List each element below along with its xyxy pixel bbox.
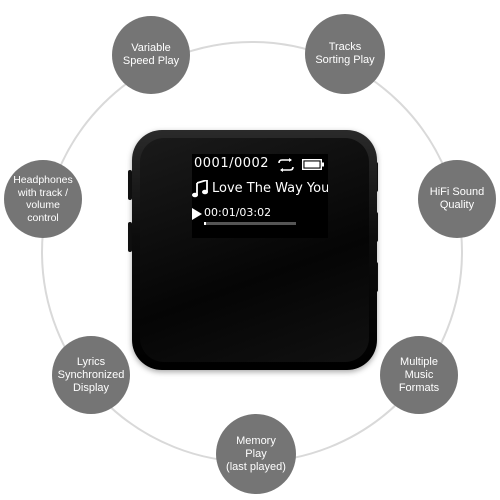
- feature-bubble-hifi: HiFi Sound Quality: [418, 160, 496, 238]
- player-screen: 0001/0002 Love The Way You l 00:01/03:02: [192, 154, 328, 238]
- feature-bubble-memory-play: Memory Play (last played): [216, 414, 296, 494]
- feature-label-memory-play: Memory Play (last played): [226, 434, 286, 473]
- feature-label-headphones: Headphones with track / volume control: [13, 174, 73, 224]
- side-button-left-upper[interactable]: [128, 170, 132, 200]
- play-icon: [192, 208, 202, 220]
- repeat-icon: [278, 158, 294, 172]
- feature-label-variable-speed: Variable Speed Play: [122, 42, 180, 67]
- feature-bubble-tracks-sorting: Tracks Sorting Play: [305, 14, 385, 94]
- feature-label-formats: Multiple Music Formats: [398, 355, 440, 394]
- feature-label-hifi: HiFi Sound Quality: [429, 186, 485, 211]
- music-note-icon: [192, 180, 208, 198]
- feature-bubble-headphones: Headphones with track / volume control: [4, 160, 82, 238]
- track-counter: 0001/0002: [194, 156, 270, 171]
- playback-time: 00:01/03:02: [204, 206, 272, 219]
- side-button-left-lower[interactable]: [128, 222, 132, 252]
- progress-fill: [204, 222, 206, 225]
- feature-bubble-formats: Multiple Music Formats: [380, 336, 458, 414]
- song-title: Love The Way You l: [212, 181, 328, 196]
- progress-bar: [204, 222, 296, 225]
- battery-icon: [302, 159, 324, 170]
- feature-label-lyrics: Lyrics Synchronized Display: [57, 355, 125, 394]
- feature-bubble-variable-speed: Variable Speed Play: [112, 16, 190, 94]
- feature-bubble-lyrics: Lyrics Synchronized Display: [52, 336, 130, 414]
- feature-label-tracks-sorting: Tracks Sorting Play: [315, 41, 375, 66]
